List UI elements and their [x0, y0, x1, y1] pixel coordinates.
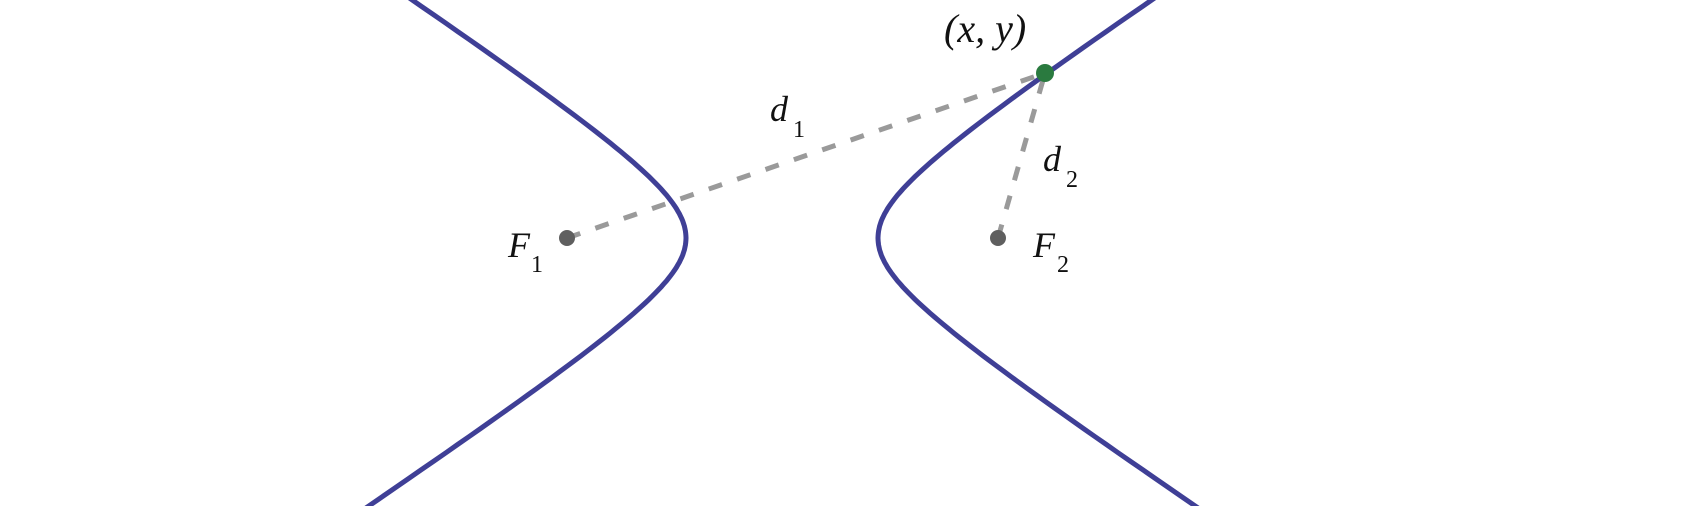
point-on-hyperbola [1036, 64, 1054, 82]
f2-letter: F [1032, 225, 1056, 265]
d1-letter: d [770, 89, 789, 129]
hyperbola-left-branch [322, 0, 689, 506]
focus-point-f1 [559, 230, 575, 246]
d2-subscript: 2 [1066, 167, 1078, 193]
hyperbola-right-branch [875, 0, 1242, 506]
label-d2: d 2 [1043, 139, 1078, 193]
distance-line-d2 [995, 72, 1048, 239]
f2-subscript: 2 [1057, 252, 1069, 278]
focus-point-f2 [990, 230, 1006, 246]
d1-subscript: 1 [793, 117, 805, 143]
f1-letter: F [507, 225, 531, 265]
d2-letter: d [1043, 139, 1062, 179]
point-label: (x, y) [944, 6, 1026, 51]
label-f1: F 1 [507, 225, 543, 278]
distance-line-d1 [566, 70, 1046, 241]
f1-subscript: 1 [531, 252, 543, 278]
label-d1: d 1 [770, 89, 805, 143]
label-f2: F 2 [1032, 225, 1069, 278]
